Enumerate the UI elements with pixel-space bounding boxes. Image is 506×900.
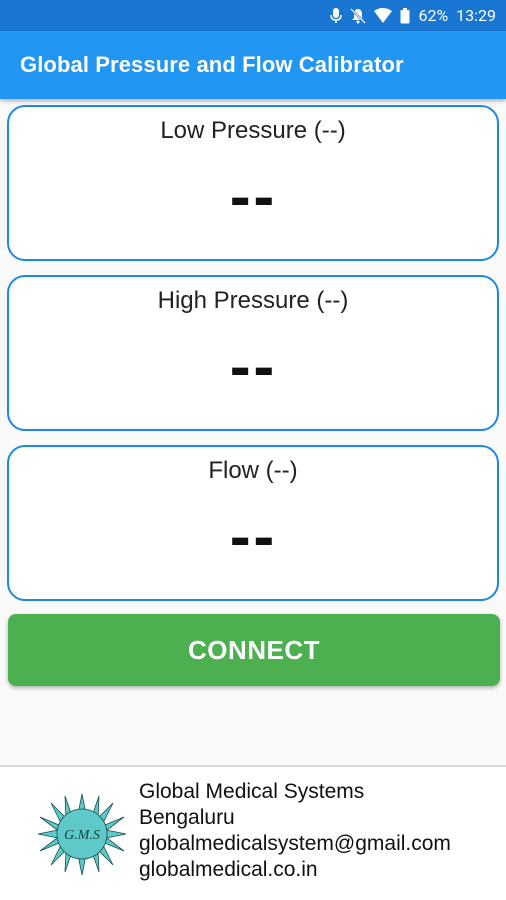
logo-text: G.M.S [64,828,100,843]
company-website: globalmedical.co.in [139,858,318,881]
high-pressure-label: High Pressure (--) [157,287,349,314]
company-name: Global Medical Systems [139,780,365,803]
footer-divider [0,765,506,767]
connect-button[interactable]: CONNECT [8,614,500,686]
flow-card: Flow (--) -- [7,445,499,601]
battery-percent: 62% [418,6,449,25]
clock: 13:29 [456,6,496,25]
battery-icon [400,7,410,24]
company-logo: G.M.S [35,792,130,877]
flow-value: -- [229,509,277,569]
high-pressure-card: High Pressure (--) -- [7,275,499,431]
company-city: Bengaluru [139,806,235,829]
connect-button-label: CONNECT [187,634,321,665]
high-pressure-value: -- [229,339,277,399]
wifi-icon [374,8,393,23]
app-title: Global Pressure and Flow Calibrator [20,52,404,77]
app-bar: Global Pressure and Flow Calibrator [0,31,506,99]
company-info: Global Medical Systems Bengaluru globalm… [139,779,451,883]
company-email: globalmedicalsystem@gmail.com [139,832,451,855]
low-pressure-label: Low Pressure (--) [160,117,346,144]
low-pressure-card: Low Pressure (--) -- [7,105,499,261]
mic-icon [330,7,343,24]
notifications-off-icon [350,7,367,24]
status-bar: 62% 13:29 [0,0,506,31]
low-pressure-value: -- [229,169,277,229]
footer: G.M.S Global Medical Systems Bengaluru g… [0,767,506,900]
flow-label: Flow (--) [208,457,298,484]
